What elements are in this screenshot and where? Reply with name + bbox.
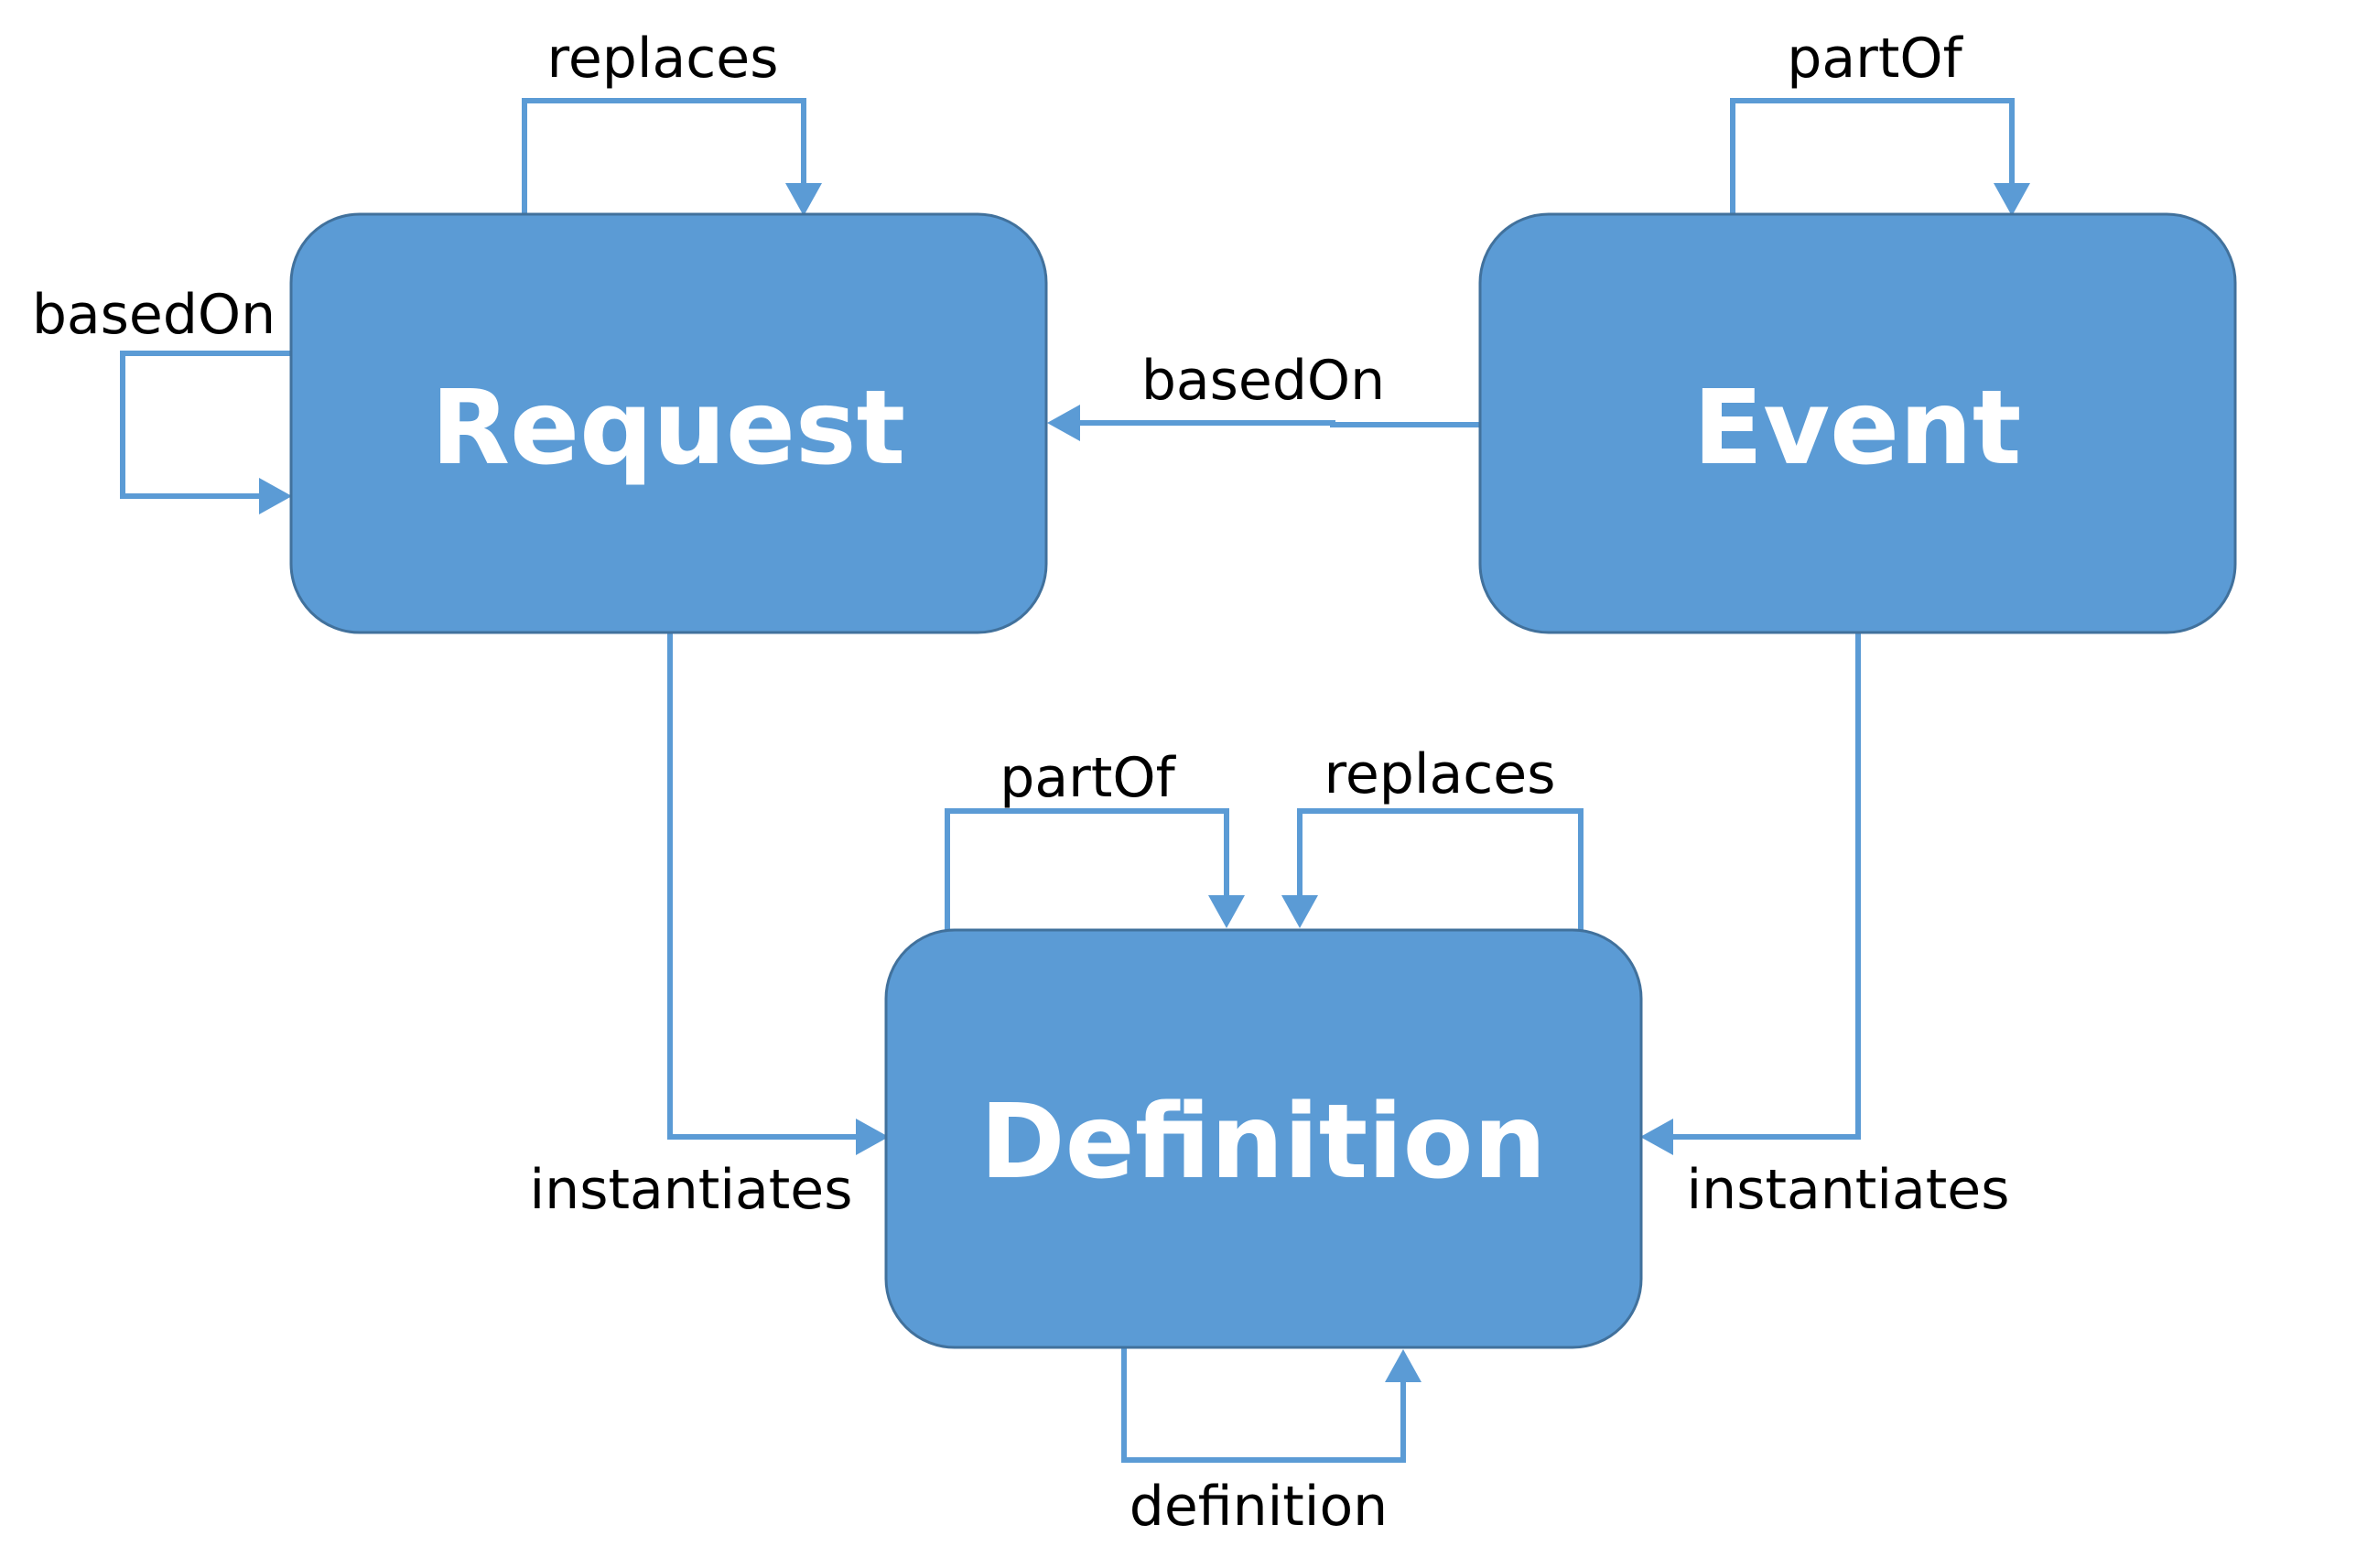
label-request-replaces: replaces (547, 27, 779, 91)
label-definition-part-of: partOf (1000, 746, 1176, 810)
edge-definition-replaces (1281, 808, 1584, 930)
label-event-part-of: partOf (1787, 27, 1963, 91)
node-definition: Definition (884, 928, 1643, 1349)
label-definition-definition: definition (1130, 1475, 1388, 1539)
label-event-instantiates: instantiates (1687, 1158, 2010, 1222)
node-request-label: Request (431, 369, 905, 488)
edge-request-replaces (522, 98, 822, 216)
edge-definition-part-of (945, 808, 1245, 930)
label-event-based-on-request: basedOn (1141, 349, 1385, 413)
node-definition-label: Definition (980, 1083, 1547, 1202)
edge-event-part-of (1730, 98, 2030, 216)
node-event-label: Event (1693, 369, 2022, 488)
label-request-based-on: basedOn (32, 283, 276, 347)
label-definition-replaces: replaces (1324, 742, 1556, 806)
edge-request-instantiates (667, 633, 889, 1155)
node-request: Request (289, 212, 1048, 634)
edge-request-based-on (120, 351, 292, 514)
edge-event-instantiates (1640, 633, 1861, 1155)
label-request-instantiates: instantiates (530, 1158, 853, 1222)
edge-event-based-on-request (1047, 405, 1480, 441)
edge-definition-definition (1121, 1347, 1421, 1463)
node-event: Event (1478, 212, 2237, 634)
